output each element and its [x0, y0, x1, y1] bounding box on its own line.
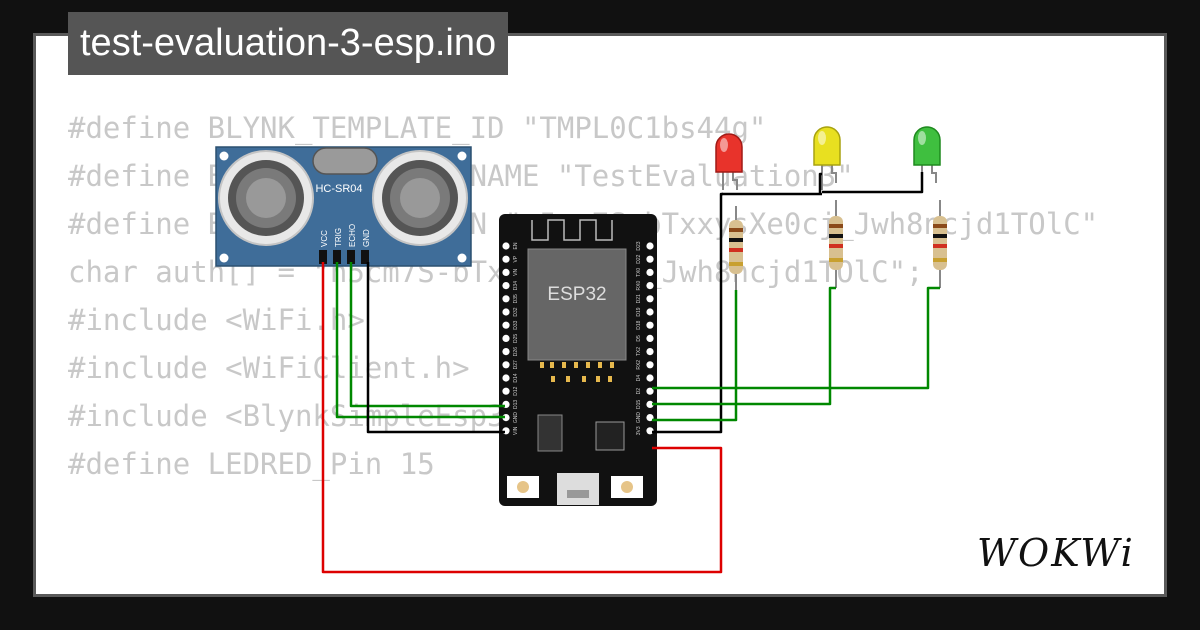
board-pin-label: VN: [513, 269, 519, 276]
board-pin[interactable]: [646, 427, 654, 435]
wire-trig[interactable]: [335, 262, 505, 419]
wire-vcc[interactable]: [321, 262, 723, 574]
board-pin-label: D34: [513, 281, 519, 290]
board-pin-label: D25: [513, 334, 519, 343]
board-pin[interactable]: [646, 361, 654, 369]
esp32-board[interactable]: ESP32 ENVPVND34D35D32D33D25D26D27D14D12D…: [499, 214, 657, 506]
wire-gnd-led[interactable]: [822, 172, 924, 194]
board-pin[interactable]: [646, 295, 654, 303]
board-pin-label: D5: [636, 335, 642, 342]
code-line: #include <WiFi.h>: [68, 303, 365, 337]
wire-gnd-sensor[interactable]: [366, 262, 505, 434]
board-pin-label: GND: [636, 412, 642, 424]
board-pin[interactable]: [502, 268, 510, 276]
wires: [321, 172, 940, 574]
board-pin-label: D14: [513, 373, 519, 382]
resistor[interactable]: [933, 200, 947, 288]
board-pin[interactable]: [646, 242, 654, 250]
board-pin-label: D12: [513, 386, 519, 395]
board-pin[interactable]: [646, 255, 654, 263]
board-pin[interactable]: [646, 308, 654, 316]
board-pin[interactable]: [502, 374, 510, 382]
board-pin-label: VP: [513, 255, 519, 262]
board-pin-label: D22: [636, 254, 642, 263]
board-pin-label: VIN: [513, 426, 519, 435]
board-pin[interactable]: [646, 414, 654, 422]
board-pin-label: D2: [636, 388, 642, 395]
board-pin[interactable]: [646, 400, 654, 408]
board-pin[interactable]: [646, 387, 654, 395]
board-pin[interactable]: [502, 282, 510, 290]
resistor[interactable]: [729, 206, 743, 290]
board-label: ESP32: [547, 284, 606, 305]
code-line: #define LEDRED_Pin 15: [68, 447, 435, 481]
board-pin-label: RX2: [636, 360, 642, 370]
board-pin[interactable]: [502, 295, 510, 303]
code-line: #include <WiFiClient.h>: [68, 351, 470, 385]
sensor-pin-label: VCC: [320, 230, 329, 247]
sensor-label: HC-SR04: [315, 183, 362, 195]
led-red[interactable]: [715, 133, 743, 173]
board-pin-label: D13: [513, 400, 519, 409]
board-pin[interactable]: [502, 308, 510, 316]
project-title: test-evaluation-3-esp.ino: [68, 12, 509, 75]
resistor[interactable]: [829, 200, 843, 288]
board-pin-label: D32: [513, 307, 519, 316]
board-pin-label: EN: [513, 242, 519, 249]
board-pin-label: RX0: [636, 281, 642, 291]
board-pin-label: D26: [513, 347, 519, 356]
sensor-pin-label: TRIG: [334, 228, 343, 247]
board-pin-label: D18: [636, 320, 642, 329]
led-yellow[interactable]: [813, 126, 841, 166]
board-pin[interactable]: [502, 361, 510, 369]
board-pin-label: D33: [513, 320, 519, 329]
board-pin[interactable]: [502, 334, 510, 342]
board-pin-label: TX0: [636, 268, 642, 277]
board-pin-label: D19: [636, 307, 642, 316]
wire-echo[interactable]: [349, 262, 505, 408]
board-pin-label: 3V3: [636, 426, 642, 435]
board-pin[interactable]: [502, 321, 510, 329]
logo-text: WOKWi: [977, 531, 1135, 575]
wire-gnd-led[interactable]: [818, 172, 822, 194]
sensor-pin-label: ECHO: [348, 224, 357, 247]
board-pin-label: D21: [636, 294, 642, 303]
board-pin-label: D27: [513, 360, 519, 369]
board-pin[interactable]: [646, 334, 654, 342]
board-pin[interactable]: [646, 321, 654, 329]
board-pin-label: TX2: [636, 347, 642, 356]
board-pin[interactable]: [502, 348, 510, 356]
board-pin[interactable]: [646, 268, 654, 276]
board-pin-label: D15: [636, 400, 642, 409]
wokwi-logo: WOKWi: [977, 531, 1135, 575]
board-pin-label: GND: [513, 412, 519, 424]
wire-led-yellow[interactable]: [652, 286, 836, 406]
wire-led-red[interactable]: [652, 290, 738, 422]
board-pin-label: D35: [513, 294, 519, 303]
board-pin[interactable]: [646, 348, 654, 356]
board-pin[interactable]: [646, 282, 654, 290]
board-pin[interactable]: [502, 242, 510, 250]
board-pin-label: D23: [636, 241, 642, 250]
wire-gnd-led[interactable]: [652, 192, 723, 434]
board-pin-label: D4: [636, 375, 642, 382]
board-pin[interactable]: [646, 374, 654, 382]
led-green[interactable]: [913, 126, 941, 166]
sensor-pin-label: GND: [362, 229, 371, 247]
board-pin[interactable]: [502, 387, 510, 395]
ultrasonic-sensor[interactable]: HC-SR04 VCC TRIG ECHO GND: [215, 146, 472, 267]
board-pin[interactable]: [502, 255, 510, 263]
wire-led-green[interactable]: [652, 286, 940, 390]
